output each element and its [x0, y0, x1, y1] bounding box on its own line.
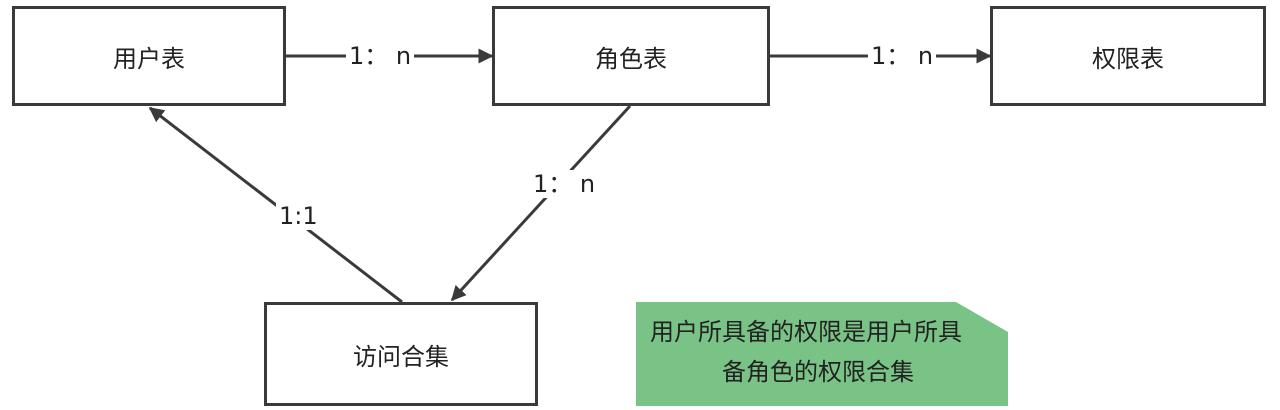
note-text-line-2: 备角色的权限合集 — [722, 358, 914, 386]
note-text-line-1: 用户所具备的权限是用户所具 — [650, 318, 962, 346]
node-label: 权限表 — [1092, 44, 1164, 73]
node-permission-table[interactable]: 权限表 — [990, 6, 1266, 106]
edge-label-user-role: 1： n — [346, 42, 415, 70]
edge-role-to-access — [450, 104, 632, 302]
note-card: 用户所具备的权限是用户所具 备角色的权限合集 — [636, 302, 1008, 406]
edge-label-role-permission: 1： n — [868, 42, 937, 70]
node-label: 访问合集 — [353, 342, 449, 371]
edge-label-role-access: 1： n — [530, 170, 599, 198]
node-user-table[interactable]: 用户表 — [12, 6, 286, 106]
node-label: 角色表 — [595, 44, 667, 73]
node-label: 用户表 — [113, 44, 185, 73]
node-role-table[interactable]: 角色表 — [492, 6, 770, 106]
edge-label-access-user: 1:1 — [276, 202, 321, 230]
node-access-set[interactable]: 访问合集 — [264, 302, 538, 406]
